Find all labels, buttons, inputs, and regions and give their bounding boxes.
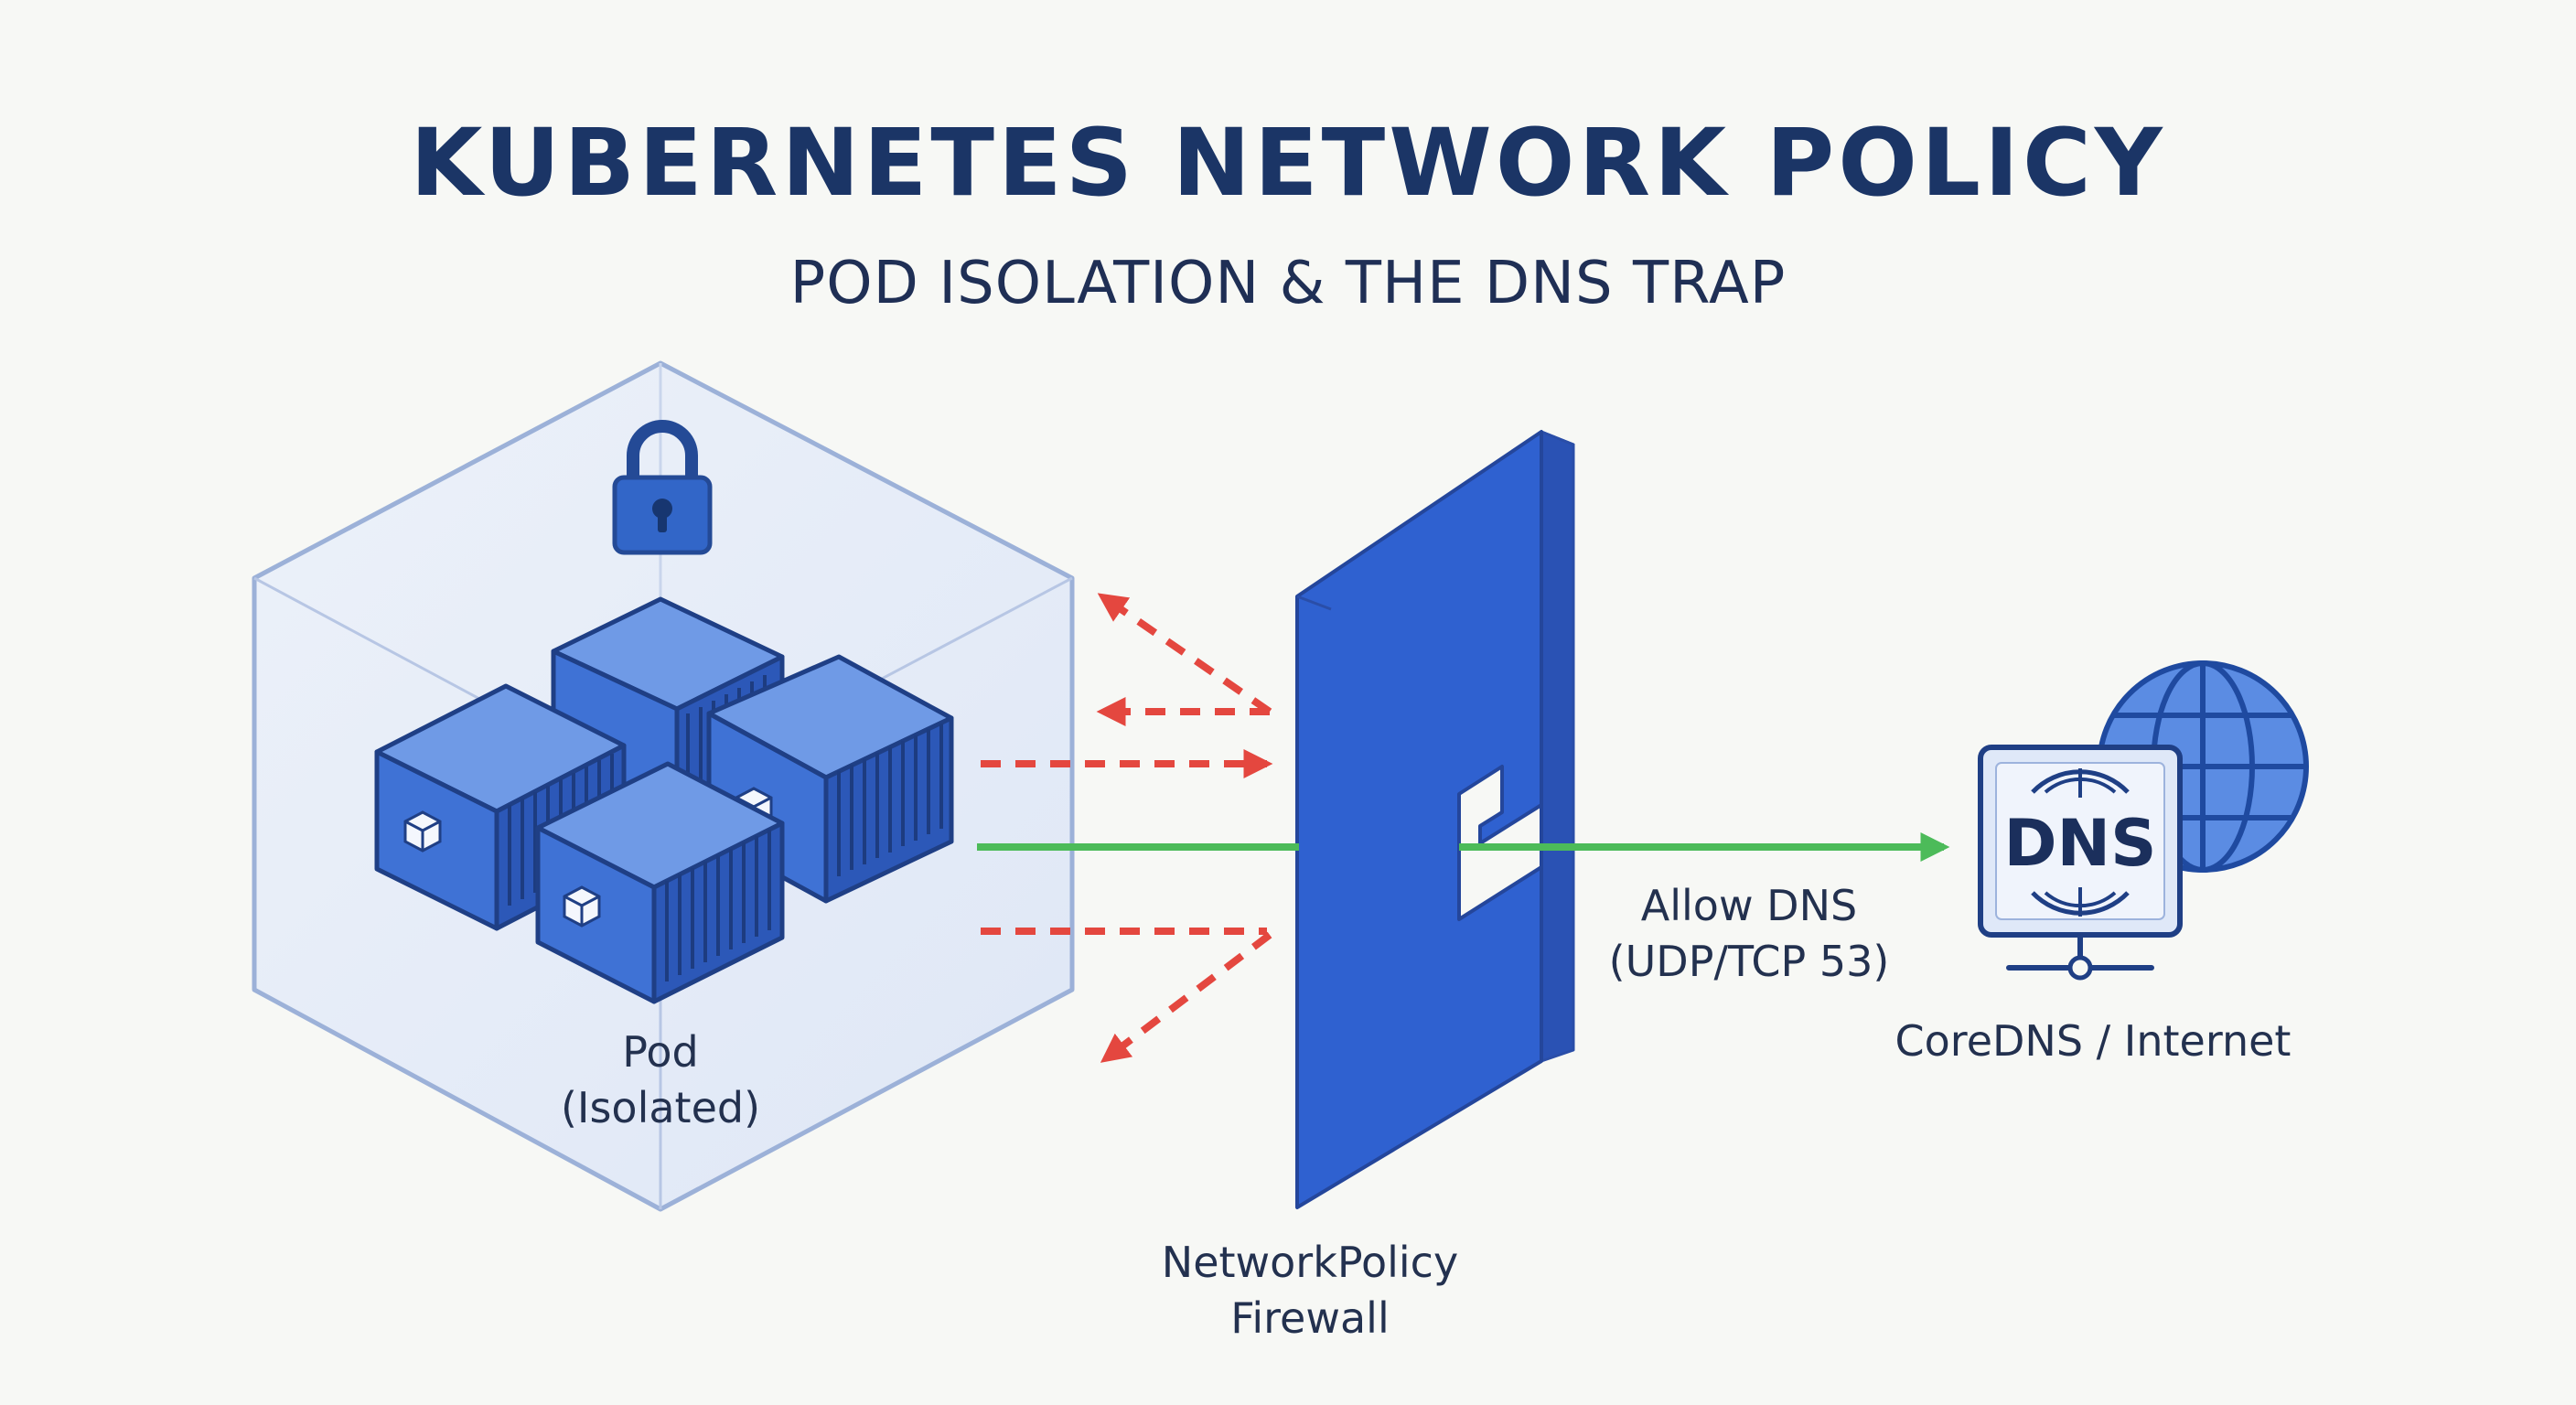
pod-label-line2: (Isolated) [560,1082,761,1132]
firewall-label-line1: NetworkPolicy [1161,1238,1459,1287]
lock-icon [612,420,713,555]
blocked-arrow-out-up [1097,593,1272,715]
pod-label: Pod (Isolated) [478,1024,843,1135]
firewall-label-line2: Firewall [1230,1292,1390,1343]
container-front [535,761,785,1004]
firewall-label: NetworkPolicy Firewall [1127,1235,1493,1346]
dns-screen-label: DNS [2003,806,2156,881]
allow-dns-label: Allow DNS (UDP/TCP 53) [1566,878,1932,989]
allow-dns-label-line1: Allow DNS [1640,881,1858,930]
coredns-label: CoreDNS / Internet [1894,1016,2292,1066]
container-left [374,683,627,931]
diagram-subtitle: POD ISOLATION & THE DNS TRAP [789,250,1787,317]
diagram-title: KUBERNETES NETWORK POLICY [410,109,2166,218]
allow-dns-label-line2: (UDP/TCP 53) [1608,936,1890,986]
firewall-wall [1295,430,1575,1209]
pod-label-line1: Pod [622,1027,699,1077]
dns-server-icon: DNS [1978,745,2183,981]
blocked-traffic-arrows [981,593,1273,1063]
blocked-arrow-out-down [1100,931,1272,1063]
